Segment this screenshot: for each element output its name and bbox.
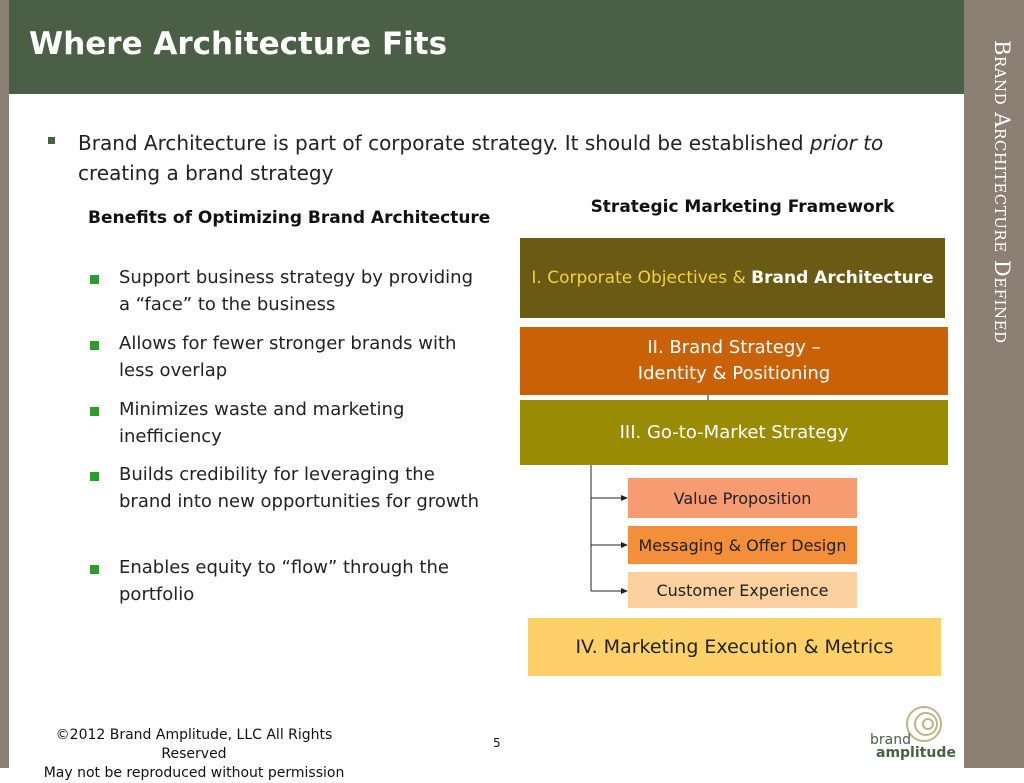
framework-heading: Strategic Marketing Framework [590,197,895,217]
green-square-bullet-icon [90,472,99,481]
framework-level-3-go-to-market: III. Go-to-Market Strategy [520,400,948,465]
arrow-head-icon [621,542,628,548]
intro-bullet: Brand Architecture is part of corporate … [48,128,948,188]
benefit-text: Allows for fewer stronger brands with le… [119,333,457,381]
right-frame-border [964,0,1024,768]
benefit-text: Minimizes waste and marketing inefficien… [119,399,405,447]
brand-amplitude-logo-icon [906,706,942,742]
arrow-head-icon [621,495,628,501]
title-bar: Where Architecture Fits [9,0,964,94]
sub-item-customer-experience: Customer Experience [628,572,857,608]
square-bullet-icon [48,137,55,144]
benefit-text: Builds credibility for leveraging the br… [119,464,480,512]
green-square-bullet-icon [90,341,99,350]
left-frame-border [0,0,9,768]
footer-copyright: ©2012 Brand Amplitude, LLC All Rights Re… [38,726,350,783]
intro-emphasis: prior to [809,131,884,155]
logo-text-amplitude: amplitude [876,745,956,761]
benefit-text: Support business strategy by providing a… [119,267,474,315]
green-square-bullet-icon [90,407,99,416]
page-number: 5 [493,736,501,750]
benefit-item: Builds credibility for leveraging the br… [90,461,480,515]
benefit-item: Support business strategy by providing a… [90,264,480,318]
intro-text: Brand Architecture is part of corporate … [78,131,884,185]
sub-item-messaging-offer-design: Messaging & Offer Design [628,526,857,564]
benefits-heading: Benefits of Optimizing Brand Architectur… [88,208,491,228]
copyright-text: ©2012 Brand Amplitude, LLC All Rights Re… [55,727,333,762]
slide-title: Where Architecture Fits [29,26,448,62]
benefit-item: Enables equity to “flow” through the por… [90,554,480,608]
framework-level-4-marketing-execution: IV. Marketing Execution & Metrics [528,618,941,676]
green-square-bullet-icon [90,275,99,284]
framework-level-1-corporate-objectives: I. Corporate Objectives & Brand Architec… [520,238,945,318]
sub-item-value-proposition: Value Proposition [628,478,857,518]
benefit-item: Minimizes waste and marketing inefficien… [90,396,480,450]
green-square-bullet-icon [90,565,99,574]
side-section-title: Brand Architecture Defined [990,40,1014,344]
benefit-text: Enables equity to “flow” through the por… [119,557,449,605]
benefit-item: Allows for fewer stronger brands with le… [90,330,480,384]
reproduction-notice: May not be reproduced without permission [43,765,345,781]
logo-text-brand: brand [870,732,911,748]
framework-level-2-brand-strategy: II. Brand Strategy – Identity & Position… [520,327,948,395]
arrow-head-icon [621,588,628,594]
